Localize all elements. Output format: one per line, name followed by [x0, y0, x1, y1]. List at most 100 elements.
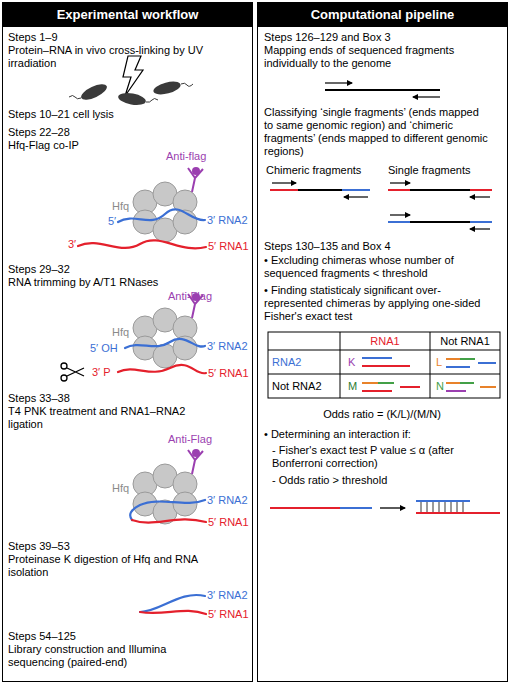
bacteria [152, 79, 182, 97]
read-arrows [325, 82, 352, 83]
contingency-table [268, 374, 500, 375]
table-cell: N [436, 380, 444, 393]
step-text: Protein–RNA in vivo cross-linking by UV … [8, 44, 248, 70]
fragment-label: Single fragments [388, 164, 471, 177]
read-arrows [325, 89, 440, 91]
rna-label: 3′ RNA2 [207, 340, 248, 353]
read-arrows [272, 182, 296, 183]
cell-fragments [362, 357, 392, 359]
cell-fragments [460, 382, 474, 384]
read-arrows [270, 189, 298, 191]
rna-label: 3′ RNA2 [207, 214, 248, 227]
end-label: 3′ [68, 238, 76, 251]
hfq-complex [133, 472, 157, 496]
cell-fragments [362, 358, 496, 391]
bacteria [69, 96, 81, 99]
table-cell: RNA2 [272, 356, 301, 369]
protein-label: Hfq [112, 482, 129, 495]
rna-strands [130, 500, 205, 520]
rna-strands [118, 365, 206, 373]
step-text: Classifying ‘single fragments’ (ends map… [264, 106, 489, 158]
read-arrows [470, 189, 492, 191]
criterion-text: - Odds ratio > threshold [272, 474, 387, 487]
fragment-label: Chimeric fragments [266, 164, 361, 177]
hfq-complex [188, 168, 203, 192]
rna-strands [132, 519, 206, 522]
hfq-complex [133, 464, 197, 524]
hfq-complex [133, 182, 197, 242]
read-arrows [470, 221, 492, 223]
interaction-duplex [421, 502, 463, 512]
cell-fragments [480, 386, 496, 388]
panel-header: Experimental workflow [3, 3, 252, 27]
contingency-table [268, 350, 500, 351]
cell-fragments [362, 365, 410, 367]
read-arrows [390, 214, 410, 215]
hfq-complex [153, 464, 177, 488]
end-label: 5′ OH [90, 342, 118, 355]
antibody-label: Anti-flag [166, 150, 206, 163]
step-number: Steps 130–135 and Box 4 [264, 240, 391, 253]
criterion-text: - Fisher's exact test P value ≤ α (after… [272, 444, 464, 470]
read-arrows [388, 189, 410, 191]
hfq-complex [133, 316, 157, 340]
hfq-complex [133, 336, 157, 360]
antibody-label: Anti-Flag [168, 290, 212, 303]
rna-label: 5′ RNA1 [208, 240, 249, 253]
read-arrows [342, 189, 370, 191]
read-arrows [410, 221, 470, 223]
rna-label: 5′ RNA1 [208, 608, 249, 621]
read-arrows [344, 196, 368, 197]
hfq-complex [192, 167, 200, 175]
hfq-complex [173, 210, 197, 234]
end-label: 3′ P [92, 366, 111, 379]
cell-fragments [362, 390, 392, 392]
cell-fragments [460, 358, 475, 360]
hfq-complex [153, 308, 177, 332]
step-number: Steps 29–32 [8, 263, 70, 276]
cell-fragments [478, 362, 496, 364]
hfq-complex [188, 168, 203, 192]
rna-label: 3′ RNA2 [207, 494, 248, 507]
interaction-duplex [270, 501, 500, 513]
table-cell: Not RNA1 [430, 335, 500, 348]
read-arrows [470, 196, 490, 197]
hfq-complex [188, 450, 203, 474]
hfq-complex [173, 472, 197, 496]
scissors [61, 363, 67, 369]
cell-fragments [446, 358, 460, 360]
read-arrows [413, 96, 440, 97]
rna-strands [78, 240, 206, 248]
scissors [61, 363, 84, 381]
hfq-complex [133, 167, 203, 242]
step-text: RNA trimming by A/T1 RNases [8, 276, 158, 289]
step-text: Hfq-Flag co-IP [8, 139, 79, 152]
table-cell: RNA1 [340, 335, 430, 348]
bacteria [79, 81, 109, 103]
contingency-table [268, 332, 500, 398]
contingency-table [340, 332, 341, 398]
step-number: Steps 1–9 [8, 31, 58, 44]
hfq-complex [173, 492, 197, 516]
hfq-complex [188, 450, 203, 474]
hfq-complex [173, 336, 197, 360]
scissors [61, 375, 67, 381]
hfq-complex [173, 316, 197, 340]
interaction-duplex [270, 507, 340, 509]
interaction-duplex [340, 507, 372, 509]
bacteria [146, 99, 158, 103]
step-number: Steps 22–28 [8, 126, 70, 139]
cell-fragments [400, 386, 420, 388]
hfq-complex [192, 449, 200, 457]
step-text: T4 PNK treatment and RNA1–RNA2 ligation [8, 405, 208, 431]
panel-header: Computational pipeline [258, 3, 507, 27]
table-cell: M [348, 380, 357, 393]
end-label: 5′ [108, 215, 116, 228]
bullet-text: • Determining an interaction if: [264, 428, 411, 441]
bacteria [69, 79, 193, 107]
hfq-complex [133, 308, 197, 368]
rna-label: 5′ RNA1 [208, 367, 249, 380]
protein-label: Hfq [112, 326, 129, 339]
bullet-text: • Finding statisticaly significant over-… [264, 284, 489, 323]
